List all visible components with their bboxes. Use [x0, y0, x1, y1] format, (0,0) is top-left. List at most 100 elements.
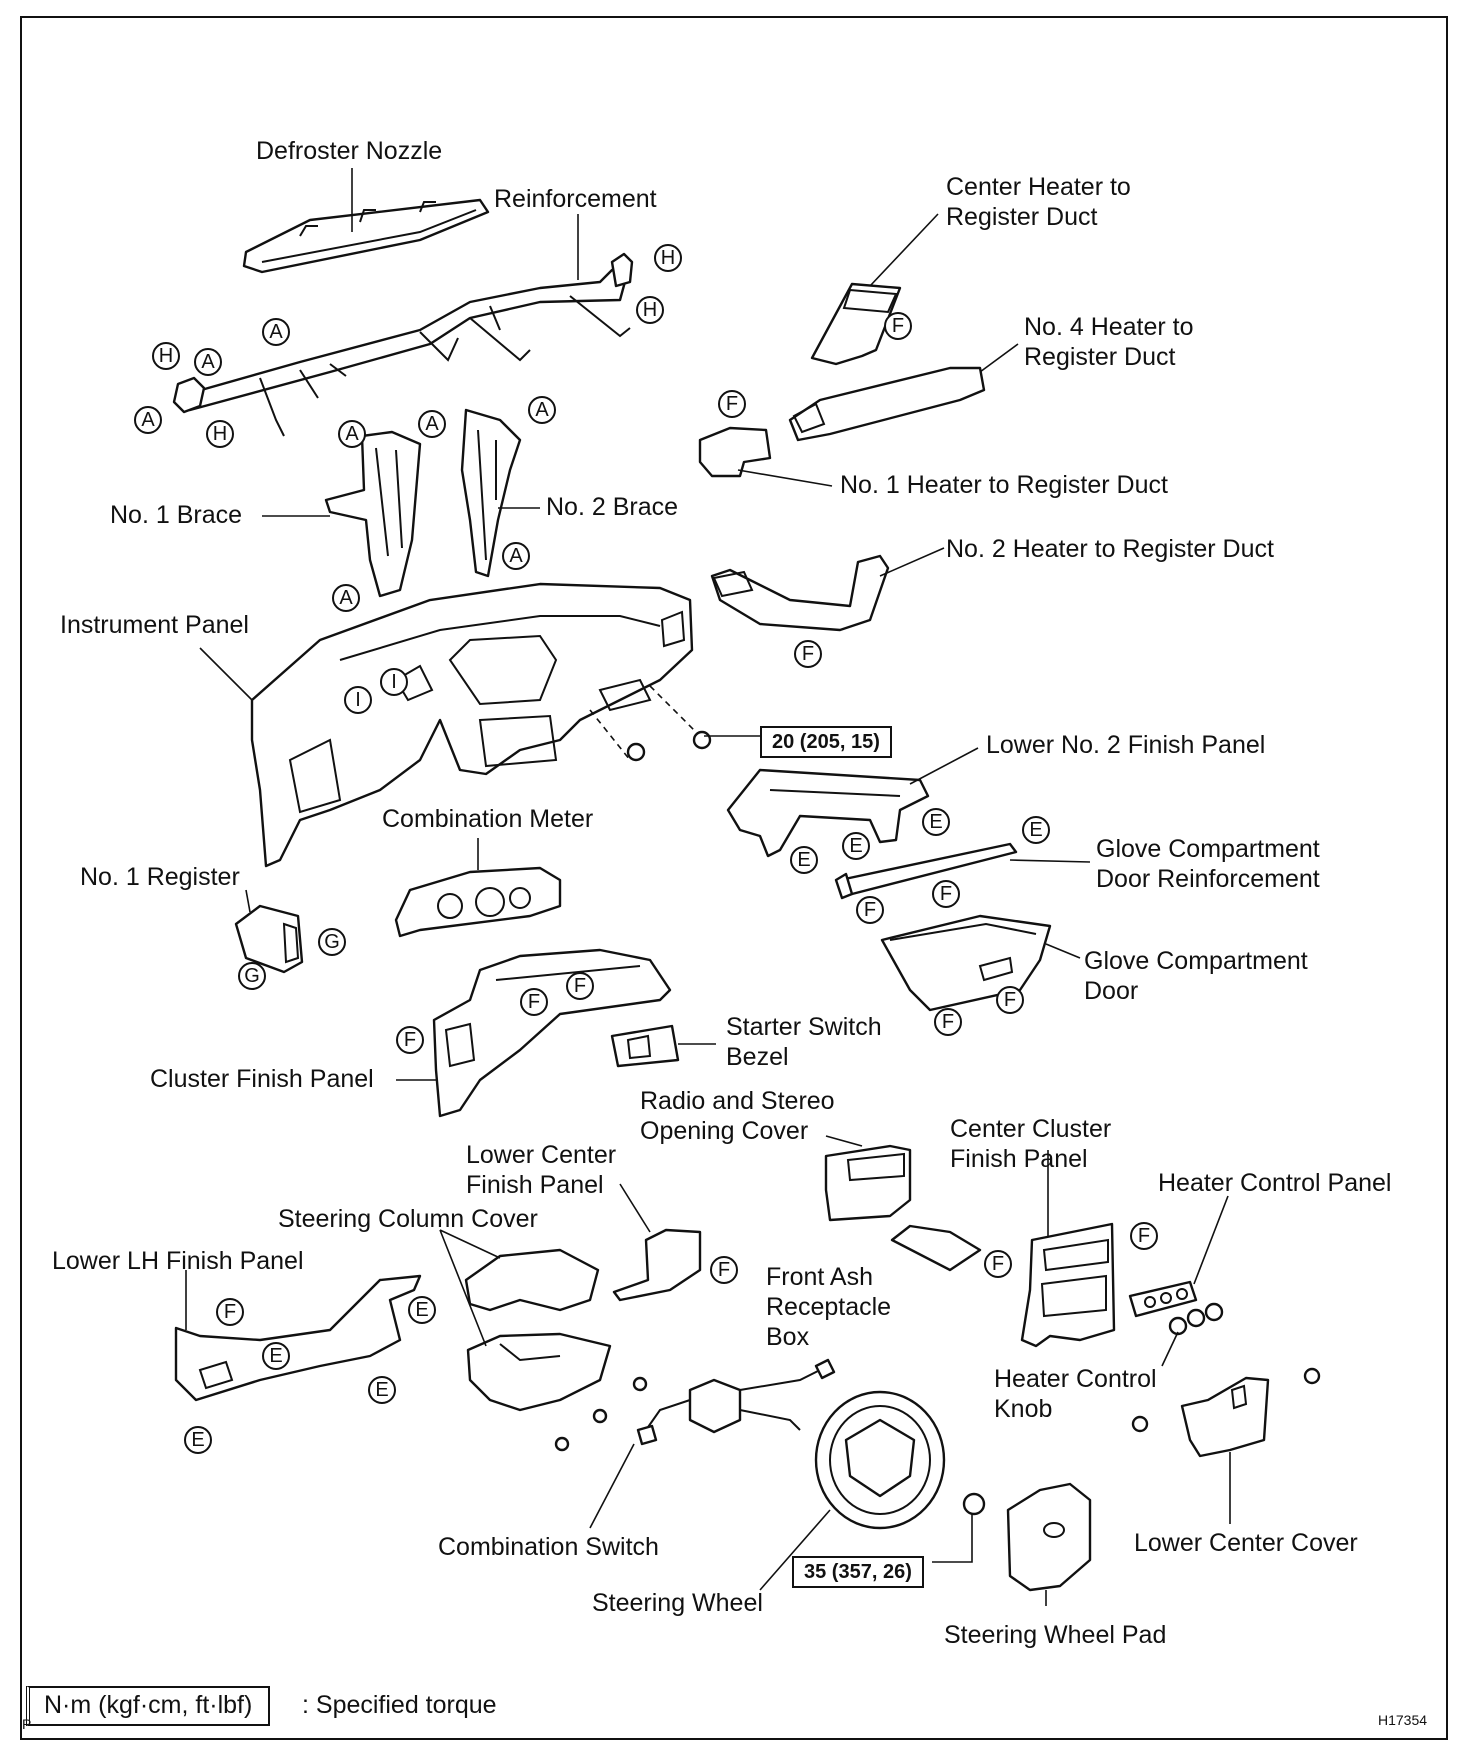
clip-callout-e: E	[1022, 816, 1050, 844]
clip-callout-e: E	[368, 1376, 396, 1404]
part-no4-heater-duct	[788, 366, 986, 442]
label-glove-door: Glove Compartment Door	[1084, 947, 1308, 1005]
clip-callout-g: G	[318, 928, 346, 956]
part-lower-no2-finish	[726, 768, 930, 858]
clip-callout-e: E	[842, 832, 870, 860]
torque-panel-bolt: 20 (205, 15)	[760, 726, 892, 758]
label-radio-cover: Radio and Stereo Opening Cover	[640, 1087, 835, 1145]
part-instrument-panel	[250, 582, 694, 868]
label-lower-center-cover: Lower Center Cover	[1134, 1529, 1358, 1557]
part-center-heater-duct	[810, 282, 902, 366]
label-lower-center-finish: Lower Center Finish Panel	[466, 1141, 617, 1199]
clip-callout-f: F	[1130, 1222, 1158, 1250]
clip-callout-f: F	[710, 1256, 738, 1284]
part-steering-column-cover	[464, 1248, 612, 1412]
clip-callout-h: H	[206, 420, 234, 448]
clip-callout-a: A	[134, 406, 162, 434]
clip-callout-f: F	[520, 988, 548, 1016]
part-cover-clip-1	[1303, 1367, 1321, 1385]
label-combination-meter: Combination Meter	[382, 805, 594, 833]
clip-callout-f: F	[984, 1250, 1012, 1278]
part-lower-center-cover	[1180, 1376, 1270, 1458]
clip-callout-a: A	[338, 420, 366, 448]
part-combination-meter	[394, 866, 562, 938]
part-center-cluster-finish	[1020, 1222, 1116, 1348]
part-steering-wheel	[814, 1390, 946, 1530]
part-no2-heater-duct	[710, 554, 890, 632]
clip-callout-e: E	[262, 1342, 290, 1370]
clip-callout-f: F	[856, 896, 884, 924]
clip-callout-a: A	[262, 318, 290, 346]
clip-callout-f: F	[996, 986, 1024, 1014]
part-screws	[554, 1376, 648, 1452]
clip-callout-e: E	[184, 1426, 212, 1454]
label-lower-no2-finish: Lower No. 2 Finish Panel	[986, 731, 1266, 759]
part-glove-door	[880, 914, 1052, 1012]
torque-wheel-nut: 35 (357, 26)	[792, 1556, 924, 1588]
part-cluster-finish-panel	[432, 948, 672, 1118]
label-no4-heater-duct: No. 4 Heater to Register Duct	[1024, 313, 1194, 371]
part-no1-register	[234, 904, 304, 974]
label-center-cluster-finish: Center Cluster Finish Panel	[950, 1115, 1112, 1173]
part-radio-cover	[824, 1144, 912, 1222]
clip-callout-f: F	[216, 1298, 244, 1326]
clip-callout-e: E	[408, 1296, 436, 1324]
clip-callout-a: A	[332, 584, 360, 612]
part-glove-reinforcement	[834, 842, 1018, 900]
part-reinforcement	[172, 252, 634, 437]
label-steering-wheel-pad: Steering Wheel Pad	[944, 1621, 1167, 1649]
part-front-ash-box	[890, 1224, 982, 1272]
label-steering-column-cover: Steering Column Cover	[278, 1205, 538, 1233]
part-steering-wheel-pad	[1006, 1482, 1092, 1592]
clip-callout-h: H	[152, 342, 180, 370]
clip-callout-g: G	[238, 962, 266, 990]
label-reinforcement: Reinforcement	[494, 185, 657, 213]
label-steering-wheel: Steering Wheel	[592, 1589, 763, 1617]
label-starter-bezel: Starter Switch Bezel	[726, 1013, 882, 1071]
torque-legend-box: N·m (kgf·cm, ft·lbf)	[26, 1686, 271, 1726]
leader-lines	[185, 168, 1231, 1606]
label-no1-register: No. 1 Register	[80, 863, 240, 891]
clip-callout-f: F	[794, 640, 822, 668]
label-heater-control-knob: Heater Control Knob	[994, 1365, 1157, 1423]
clip-callout-f: F	[718, 390, 746, 418]
clip-callout-a: A	[528, 396, 556, 424]
label-instrument-panel: Instrument Panel	[60, 611, 249, 639]
clip-callout-f: F	[884, 312, 912, 340]
part-no1-brace	[324, 430, 422, 598]
clip-callout-a: A	[502, 542, 530, 570]
page-mark: P	[22, 1716, 32, 1732]
part-starter-bezel	[610, 1024, 680, 1068]
clip-callout-a: A	[418, 410, 446, 438]
part-lower-lh-finish	[174, 1274, 422, 1402]
label-defroster-nozzle: Defroster Nozzle	[256, 137, 443, 165]
clip-callout-a: A	[194, 348, 222, 376]
part-heater-knobs	[1168, 1302, 1224, 1336]
clip-callout-e: E	[790, 846, 818, 874]
clip-callout-f: F	[932, 880, 960, 908]
clip-callout-h: H	[636, 296, 664, 324]
part-lower-center-finish	[612, 1228, 702, 1302]
figure-code: H17354	[1378, 1712, 1428, 1728]
label-cluster-finish: Cluster Finish Panel	[150, 1065, 374, 1093]
clip-callout-f: F	[396, 1026, 424, 1054]
label-no1-brace: No. 1 Brace	[110, 501, 243, 529]
label-combination-switch: Combination Switch	[438, 1533, 659, 1561]
label-glove-reinforcement: Glove Compartment Door Reinforcement	[1096, 835, 1320, 893]
clip-callout-i: I	[380, 668, 408, 696]
clip-callout-e: E	[922, 808, 950, 836]
clip-callout-f: F	[566, 972, 594, 1000]
label-lower-lh-finish: Lower LH Finish Panel	[52, 1247, 304, 1275]
label-heater-control-panel: Heater Control Panel	[1158, 1169, 1392, 1197]
part-heater-control-panel	[1128, 1280, 1198, 1318]
part-defroster-nozzle	[242, 198, 490, 274]
part-combination-switch	[636, 1358, 836, 1446]
part-no1-heater-duct	[698, 426, 772, 478]
label-no1-heater-duct: No. 1 Heater to Register Duct	[840, 471, 1168, 499]
clip-callout-f: F	[934, 1008, 962, 1036]
label-front-ash-box: Front Ash Receptacle Box	[766, 1263, 892, 1351]
part-no2-brace	[460, 408, 522, 578]
label-no2-heater-duct: No. 2 Heater to Register Duct	[946, 535, 1274, 563]
label-center-heater-duct: Center Heater to Register Duct	[946, 173, 1131, 231]
